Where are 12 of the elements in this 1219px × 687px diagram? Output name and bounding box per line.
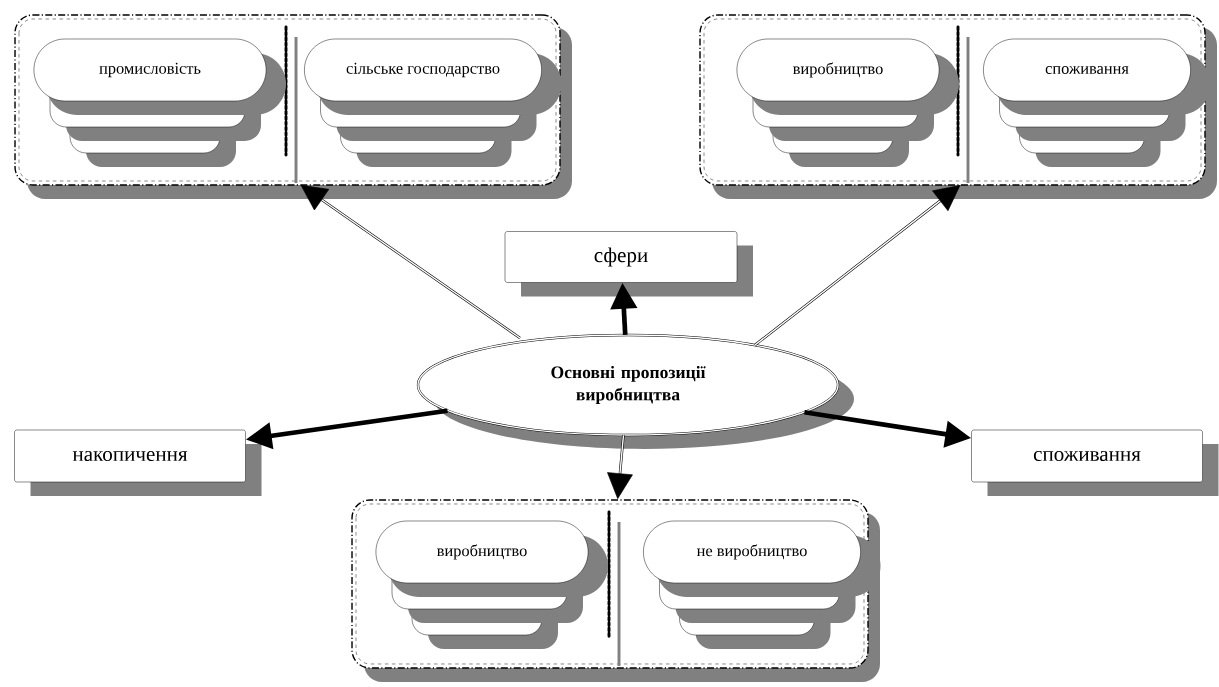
process-box: сфери [504,231,753,297]
stacked-pill: виробництво [375,520,608,649]
arrow [607,434,633,499]
stacked-pill: виробництво [736,38,959,167]
stacked-pill: сільське господарство [304,38,562,167]
arrow [300,185,521,340]
stacked-pill: споживання [983,38,1211,167]
stacked-pill: промисловість [33,38,286,167]
arrow [754,185,961,346]
process-box: споживання [971,429,1219,496]
stacked-pill: не виробництво [643,520,881,649]
process-box: накопичення [14,429,262,496]
